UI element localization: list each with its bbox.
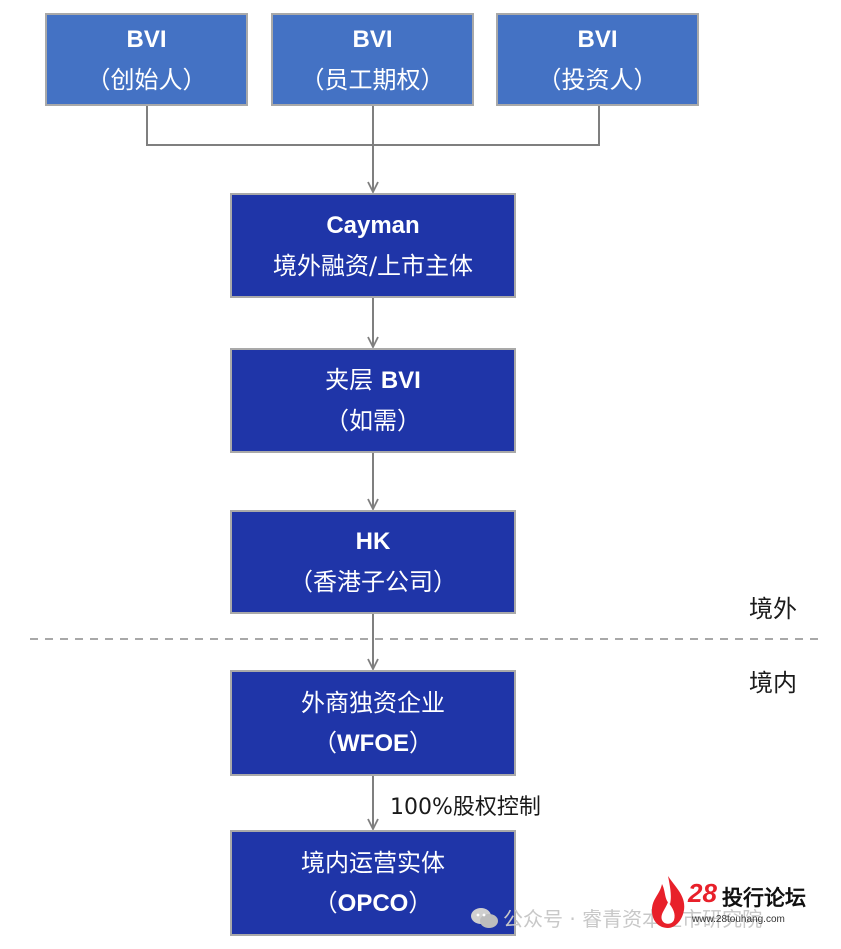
box-bvi-investor: BVI （投资人） [496, 13, 699, 106]
box-title: BVI [352, 25, 393, 53]
box-wfoe: 外商独资企业 （WFOE） [230, 670, 516, 776]
logo-number: 28 [688, 878, 717, 908]
box-title: 夹层 BVI [325, 366, 421, 394]
flame-icon [651, 876, 685, 928]
box-bvi-founder: BVI （创始人） [45, 13, 248, 106]
box-bvi-esop: BVI （员工期权） [271, 13, 474, 106]
label-offshore: 境外 [749, 595, 797, 623]
label-onshore: 境内 [749, 669, 797, 697]
logo-url: www.28touhang.com [692, 914, 785, 925]
label-equity-control: 100%股权控制 [390, 795, 541, 820]
box-title: BVI [126, 25, 167, 53]
box-subtitle: （员工期权） [300, 65, 445, 94]
box-subtitle: （WFOE） [313, 728, 433, 757]
box-bvi-intermediate: 夹层 BVI （如需） [230, 348, 516, 453]
wechat-icon [470, 906, 500, 934]
box-title: 外商独资企业 [301, 688, 445, 717]
box-title: 境内运营实体 [301, 848, 445, 877]
box-opco: 境内运营实体 （OPCO） [230, 830, 516, 936]
logo-name: 投行论坛 [722, 886, 806, 910]
logo-28touhang: 28 投行论坛 www.28touhang.com [648, 872, 818, 934]
box-cayman: Cayman 境外融资/上市主体 [230, 193, 516, 298]
box-subtitle: （OPCO） [313, 888, 433, 917]
box-title: BVI [577, 25, 618, 53]
box-subtitle: （投资人） [537, 65, 658, 94]
box-hk: HK （香港子公司） [230, 510, 516, 614]
box-title: Cayman [326, 211, 420, 239]
box-title: HK [355, 528, 391, 555]
box-subtitle: 境外融资/上市主体 [272, 251, 474, 280]
box-subtitle: （创始人） [86, 65, 207, 94]
watermark-text: 公众号 · 睿青资本上市研究院 [503, 907, 763, 931]
box-subtitle: （香港子公司） [289, 568, 457, 596]
box-subtitle: （如需） [325, 407, 421, 435]
